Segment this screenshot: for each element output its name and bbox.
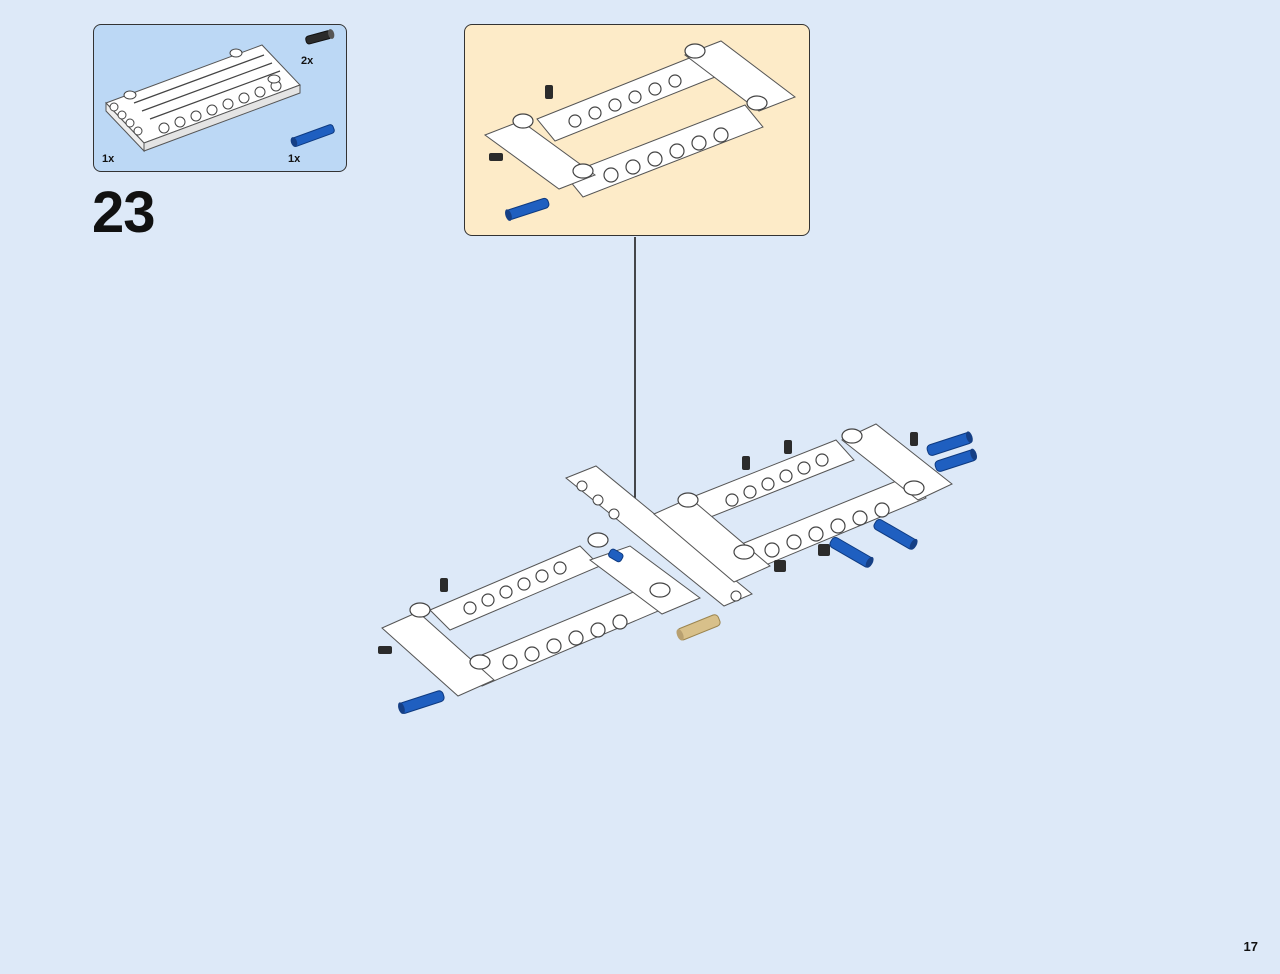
part-quantity-panel: 1x — [102, 153, 115, 165]
step-number: 23 — [92, 180, 156, 245]
part-quantity-black-pin: 2x — [301, 55, 314, 67]
subassembly-frame-illustration — [483, 40, 797, 221]
part-quantity-blue-pin: 1x — [288, 153, 301, 165]
parts-list-box: 1x 2x 1x — [93, 24, 347, 172]
black-friction-pin-icon — [305, 29, 335, 45]
subassembly-callout — [464, 24, 810, 236]
white-technic-panel-icon — [105, 44, 301, 153]
page-number: 17 — [1243, 939, 1258, 954]
blue-axle-pin-icon — [290, 124, 335, 147]
